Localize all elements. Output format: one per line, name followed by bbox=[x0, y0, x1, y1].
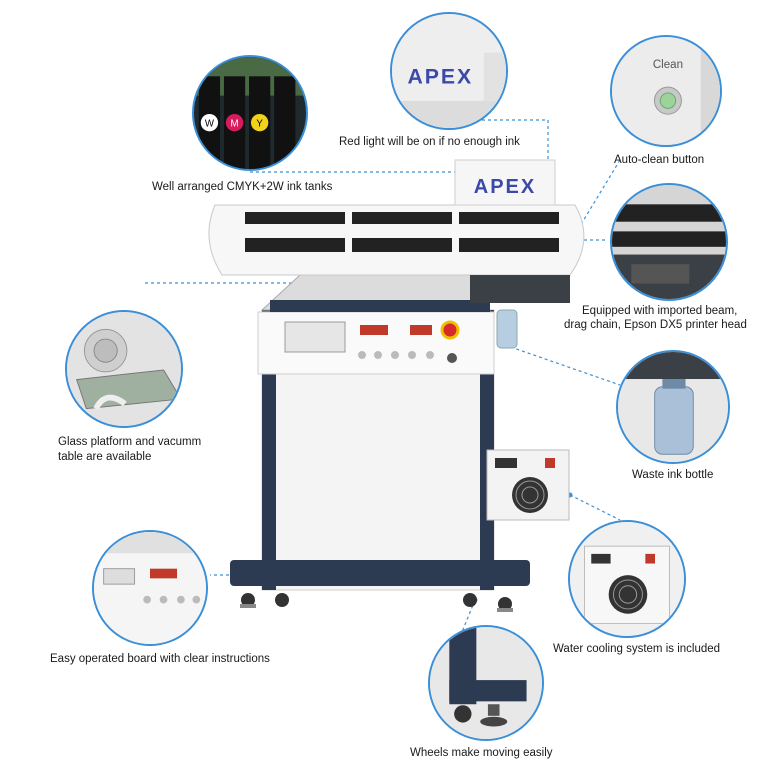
caption-beam-line2: drag chain, Epson DX5 printer head bbox=[564, 319, 747, 331]
ink-tanks-detail: W M Y bbox=[192, 55, 308, 171]
caption-board: Easy operated board with clear instructi… bbox=[50, 653, 270, 665]
brand-logo-zoom: APEX bbox=[408, 65, 474, 89]
control-board-detail bbox=[92, 530, 208, 646]
clean-button-label: Clean bbox=[653, 59, 683, 71]
water-cooling-detail bbox=[568, 520, 686, 638]
tank-label-w: W bbox=[205, 119, 215, 130]
ink-light-detail: APEX bbox=[390, 12, 508, 130]
caption-glass-line2: table are available bbox=[58, 451, 152, 463]
caption-wheels: Wheels make moving easily bbox=[410, 747, 553, 759]
caption-red-light: Red light will be on if no enough ink bbox=[339, 136, 520, 148]
caption-ink-tanks: Well arranged CMYK+2W ink tanks bbox=[152, 181, 333, 193]
beam-detail bbox=[610, 183, 728, 301]
caption-waste: Waste ink bottle bbox=[632, 469, 714, 481]
tank-label-m: M bbox=[231, 119, 239, 130]
caption-cooling: Water cooling system is included bbox=[553, 643, 721, 655]
brand-logo-main: APEX bbox=[474, 176, 536, 198]
caption-beam-line1: Equipped with imported beam, bbox=[582, 305, 738, 317]
tank-label-y: Y bbox=[256, 119, 263, 130]
wheels-detail bbox=[428, 625, 544, 741]
caption-glass-line1: Glass platform and vacumm bbox=[58, 436, 202, 448]
glass-platform-detail bbox=[65, 310, 183, 428]
waste-bottle-detail bbox=[616, 350, 730, 464]
caption-auto-clean: Auto-clean button bbox=[614, 154, 705, 166]
auto-clean-detail: Clean bbox=[610, 35, 722, 147]
